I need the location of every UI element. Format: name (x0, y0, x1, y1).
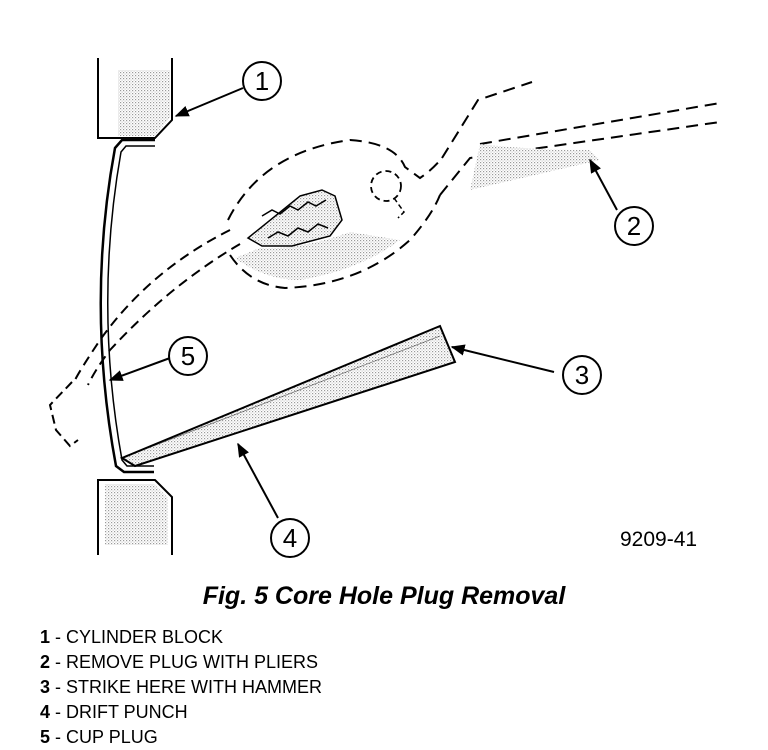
callout-2: 2 (614, 206, 654, 246)
figure-caption: Fig. 5 Core Hole Plug Removal (202, 582, 566, 610)
callout-5: 5 (168, 336, 208, 376)
cylinder-block-lower (97, 479, 173, 555)
cylinder-block-upper (97, 58, 173, 139)
svg-text:3: 3 (575, 360, 589, 390)
legend-list: 1 - CYLINDER BLOCK 2 - REMOVE PLUG WITH … (40, 625, 322, 750)
pliers (48, 81, 721, 448)
svg-text:4: 4 (283, 523, 297, 553)
svg-text:2: 2 (627, 211, 641, 241)
leader-lines (108, 87, 618, 519)
cup-plug (99, 138, 155, 474)
legend-item: 2 - REMOVE PLUG WITH PLIERS (40, 652, 319, 672)
svg-text:5: 5 (181, 341, 195, 371)
callout-4: 4 (270, 518, 310, 558)
core-hole-plug-diagram: 1 2 3 4 5 (48, 58, 721, 558)
legend-item: 5 - CUP PLUG (40, 727, 158, 747)
drift-punch (119, 324, 457, 468)
svg-text:1: 1 (255, 66, 269, 96)
legend-item: 1 - CYLINDER BLOCK (40, 627, 224, 647)
callout-3: 3 (562, 355, 602, 395)
legend-item: 3 - STRIKE HERE WITH HAMMER (40, 677, 323, 697)
legend-item: 4 - DRIFT PUNCH (40, 702, 188, 722)
callout-1: 1 (242, 61, 282, 101)
figure-code: 9209-41 (620, 528, 698, 551)
